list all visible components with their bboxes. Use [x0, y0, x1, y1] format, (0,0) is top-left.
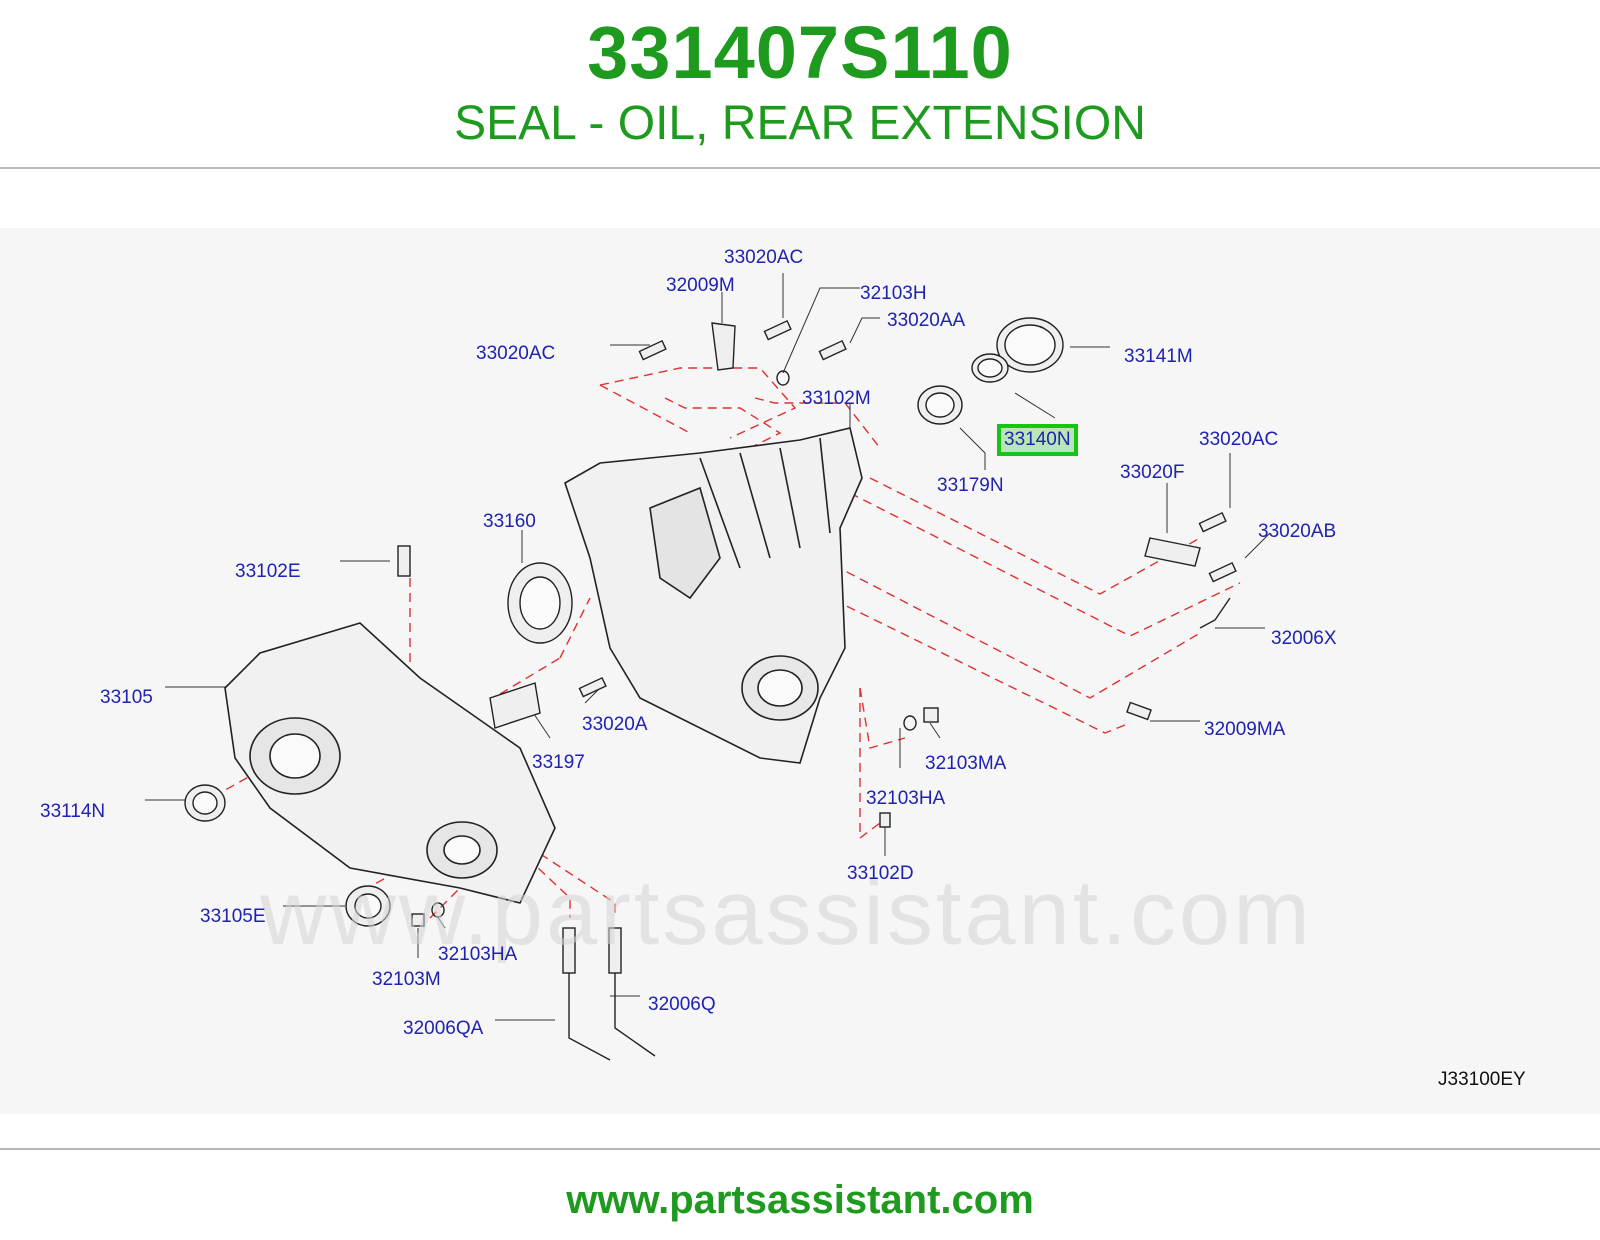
exploded-parts-diagram: [145, 273, 1271, 1061]
part-label-32103H[interactable]: 32103H: [860, 283, 927, 304]
part-label-32009M[interactable]: 32009M: [666, 275, 735, 296]
label-leader-lines: [145, 273, 1271, 1021]
part-label-33114N[interactable]: 33114N: [40, 801, 106, 822]
part-number-title: 331407S110: [587, 11, 1013, 94]
part-label-33141M[interactable]: 33141M: [1124, 346, 1193, 367]
part-label-32103HA-right[interactable]: 32103HA: [866, 788, 946, 809]
part-description: SEAL - OIL, REAR EXTENSION: [454, 97, 1146, 150]
part-label-33020AC-right[interactable]: 33020AC: [1199, 429, 1279, 450]
footer-divider: [0, 1148, 1600, 1150]
part-label-33140N-highlighted[interactable]: 33140N: [997, 424, 1078, 456]
part-label-33102D[interactable]: 33102D: [847, 863, 914, 884]
footer-site-link[interactable]: www.partsassistant.com: [566, 1178, 1034, 1222]
part-label-32103HA-left[interactable]: 32103HA: [438, 944, 518, 965]
front-housing: [224, 622, 556, 904]
header-divider: [0, 167, 1600, 169]
part-label-32006Q[interactable]: 32006Q: [648, 994, 716, 1015]
part-label-33102E[interactable]: 33102E: [235, 561, 301, 582]
part-label-32006QA[interactable]: 32006QA: [403, 1018, 484, 1039]
transfer-case-housing: [564, 427, 863, 764]
part-label-33020AA[interactable]: 33020AA: [887, 310, 966, 331]
part-label-32103MA[interactable]: 32103MA: [925, 753, 1007, 774]
part-label-33020F[interactable]: 33020F: [1120, 462, 1185, 483]
watermark: www.partsassistant.com: [260, 862, 1313, 964]
part-label-33160[interactable]: 33160: [483, 511, 536, 532]
part-label-32009MA[interactable]: 32009MA: [1204, 719, 1286, 740]
part-label-33197[interactable]: 33197: [532, 752, 585, 773]
part-label-33020AC-top[interactable]: 33020AC: [724, 247, 804, 268]
part-label-33102M[interactable]: 33102M: [802, 388, 871, 409]
part-label-33020AB[interactable]: 33020AB: [1258, 521, 1337, 542]
part-label-33105E[interactable]: 33105E: [200, 906, 266, 927]
part-label-32103M[interactable]: 32103M: [372, 969, 441, 990]
part-label-33020AC-left[interactable]: 33020AC: [476, 343, 556, 364]
part-label-33105[interactable]: 33105: [100, 687, 153, 708]
parts-diagram-panel: www.partsassistant.com: [0, 228, 1600, 1114]
small-parts: [184, 317, 1237, 1061]
part-label-32006X[interactable]: 32006X: [1271, 628, 1337, 649]
part-label-33179N[interactable]: 33179N: [937, 475, 1004, 496]
part-label-33020A[interactable]: 33020A: [582, 714, 648, 735]
diagram-code: J33100EY: [1438, 1069, 1526, 1090]
